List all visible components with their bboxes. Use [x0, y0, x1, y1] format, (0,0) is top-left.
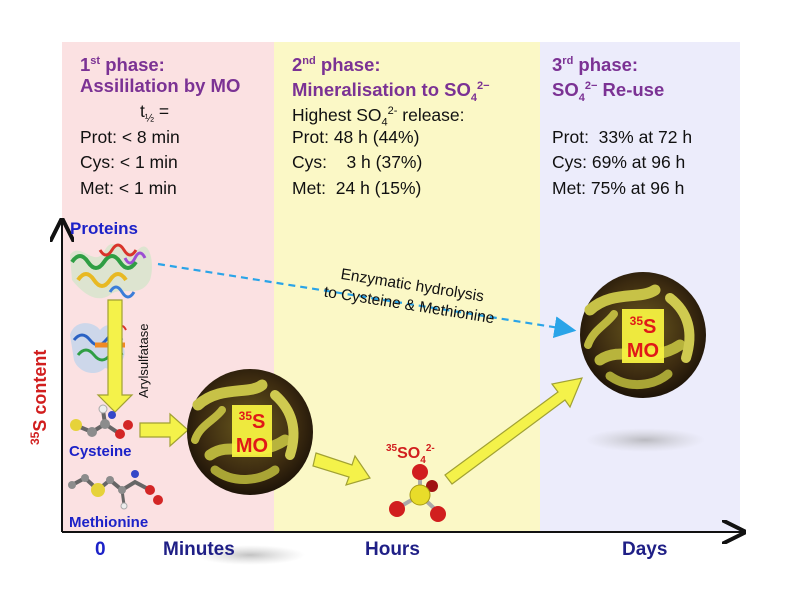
cysteine-molecule-image	[70, 404, 133, 439]
phase-3-line: Cys: 69% at 96 h	[552, 152, 686, 172]
mo-label-element: S	[643, 316, 656, 338]
phase-1-line: Cys: < 1 min	[80, 152, 178, 172]
sulfate-sup: 2-	[426, 443, 435, 454]
uptake-arrow	[139, 412, 189, 448]
mo-label-isotope-number: 35	[630, 314, 644, 328]
arylsulfatase-arrow	[96, 299, 134, 413]
phase-3-subtitle: SO42− Re-use	[552, 75, 664, 109]
protein-structure-image	[70, 243, 152, 299]
y-axis-isotope: 35	[28, 431, 42, 445]
mo-label-isotope: 35S	[630, 314, 657, 338]
mineralisation-arrow	[312, 452, 371, 486]
mo-label-element: S	[252, 411, 265, 433]
phase-1-number: 1	[80, 54, 91, 76]
methionine-molecule-image	[68, 470, 163, 510]
phase-1-line: Prot: < 8 min	[80, 127, 180, 147]
mo-shadow	[195, 545, 305, 565]
sulfate-label: 35SO42-	[386, 443, 435, 466]
x-axis-minutes-label: Minutes	[163, 539, 235, 560]
phase-2-release: Highest SO42- release:	[292, 100, 465, 133]
release-rest: release:	[397, 104, 465, 125]
phase-2-line: Met: 24 h (15%)	[292, 178, 422, 198]
mo-label-isotope: 35S	[239, 409, 266, 433]
sulfate-sub: 4	[420, 455, 426, 466]
x-axis-zero-label: 0	[95, 539, 106, 560]
phase-2-ordinal: nd	[302, 55, 316, 67]
half-life-t: t	[140, 101, 145, 121]
mo-label-organism: MO	[627, 340, 659, 362]
phase-3-ordinal: rd	[562, 55, 574, 67]
microorganism-image	[580, 272, 706, 398]
y-axis-label: 35S content	[28, 350, 50, 445]
proteins-label: Proteins	[70, 219, 139, 238]
phase-2-line: Cys: 3 h (37%)	[292, 152, 423, 172]
sulfate-formula: SO	[397, 445, 420, 462]
phase-2-subtitle-main: Mineralisation to SO	[292, 79, 471, 101]
phase-1-ordinal: st	[90, 55, 101, 67]
phase-3-subtitle-sup: 2−	[584, 80, 598, 92]
mo-label-organism: MO	[236, 435, 268, 457]
x-axis-hours-label: Hours	[365, 539, 420, 560]
phase-3-line: Met: 75% at 96 h	[552, 178, 685, 198]
methionine-label: Methionine	[69, 514, 149, 531]
phase-2-subtitle: Mineralisation to SO42−	[292, 75, 490, 109]
release-sub: 4	[381, 116, 388, 129]
sulfate-isotope: 35	[386, 443, 398, 454]
phase-3-line: Prot: 33% at 72 h	[552, 127, 693, 147]
arylsulfatase-label: Arylsulfatase	[136, 324, 151, 398]
phase-2-number: 2	[292, 54, 303, 76]
sulfate-molecule-image	[389, 464, 446, 522]
phase-2-line: Prot: 48 h (44%)	[292, 127, 420, 147]
mo-shadow	[585, 428, 705, 452]
release-main: Highest SO	[292, 104, 382, 125]
phase-1-word: phase:	[100, 54, 165, 76]
phase-3-number: 3	[552, 54, 563, 76]
hydrolysis-label: Enzymatic hydrolysis to Cysteine & Methi…	[323, 266, 496, 327]
mo-label-isotope-number: 35	[239, 409, 253, 423]
phase-1-line: Met: < 1 min	[80, 178, 177, 198]
phase-3-subtitle-main: SO	[552, 79, 579, 101]
half-life-equals: =	[154, 101, 170, 121]
half-life-subscript: ½	[144, 112, 155, 125]
phase-2-subtitle-sup: 2−	[476, 80, 490, 92]
phase-3-word: phase:	[573, 54, 639, 76]
phase-1-subtitle: Assililation by MO	[80, 75, 241, 96]
phase-3-title: 3rd phase:	[552, 50, 638, 76]
phase-1-title: 1st phase:	[80, 50, 165, 76]
phase-2-word: phase:	[315, 54, 381, 76]
phase-2-title: 2nd phase:	[292, 50, 381, 76]
cysteine-label: Cysteine	[69, 443, 132, 460]
release-sup: 2-	[387, 105, 398, 117]
phase-3-subtitle-rest: Re-use	[597, 79, 665, 101]
phase-2-subtitle-sub: 4	[470, 91, 477, 104]
phase-1-half-life: t½ =	[140, 100, 169, 130]
hydrolysis-arrow	[157, 262, 577, 339]
reuse-arrow	[444, 377, 583, 485]
phase-3-subtitle-sub: 4	[578, 91, 585, 104]
y-axis-text: S content	[30, 350, 50, 432]
x-axis-days-label: Days	[622, 539, 668, 560]
microorganism-image	[187, 369, 313, 495]
